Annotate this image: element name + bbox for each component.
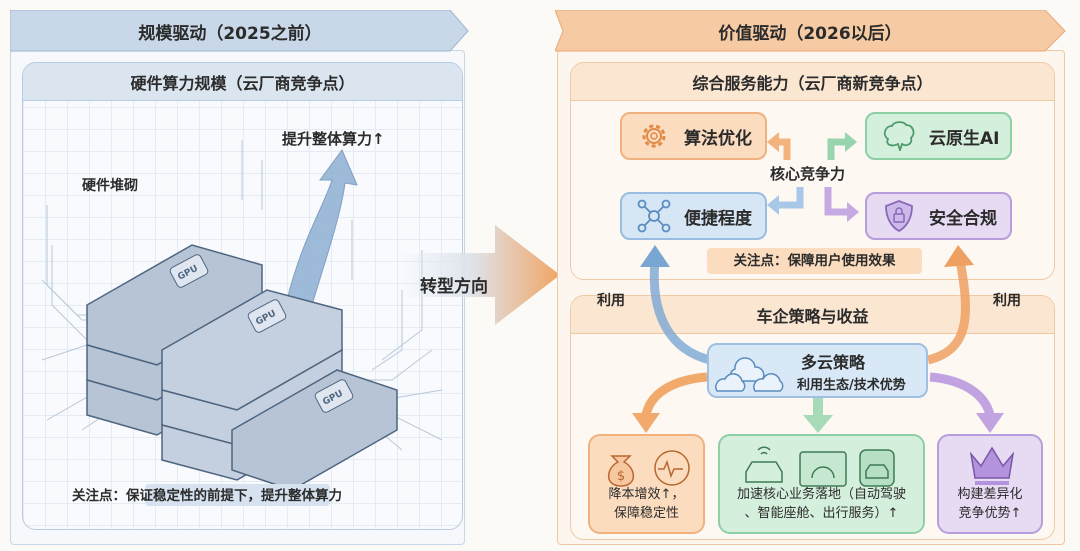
use-right-label: 利用 [993,293,1021,309]
outcome-cost-line1: 降本增效↑， [608,487,685,503]
security-compliance-box: 安全合规 [865,192,1012,240]
money-bag-icon: $ [607,450,690,487]
multi-cloud-subtitle: 利用生态/技术优势 [797,378,906,393]
core-arrows [767,132,859,222]
left-note: 关注点：保证稳定性的前提下，提升整体算力 [72,488,342,504]
brain-icon [879,116,919,156]
transition-arrow [400,225,560,325]
network-icon [634,196,674,236]
hardware-panel-title: 硬件算力规模（云厂商竞争点） [23,63,462,101]
note-highlight [145,484,330,506]
algorithm-optimization-label: 算法优化 [684,128,752,149]
core-competitiveness-label: 核心竞争力 [770,165,846,183]
shield-lock-icon [879,196,919,236]
gear-icon [634,116,674,156]
transition-label: 转型方向 [420,277,488,297]
convenience-label: 便捷程度 [684,208,752,229]
algorithm-optimization-box: 算法优化 [620,112,767,160]
service-panel-title: 综合服务能力（云厂商新竞争点） [571,63,1054,101]
outcome-core-business: 加速核心业务落地（自动驾驶 、智能座舱、出行服务）↑ [718,434,925,534]
boost-arrow [286,148,358,306]
outcome-business-line2: 、智能座舱、出行服务）↑ [744,506,899,522]
convenience-box: 便捷程度 [620,192,767,240]
stack-label: 硬件堆砌 [82,178,138,194]
cloud-native-ai-box: 云原生AI [865,112,1012,160]
service-panel: 综合服务能力（云厂商新竞争点） [570,62,1055,280]
multi-cloud-strategy-box: 多云策略 利用生态/技术优势 [707,343,928,398]
outcome-diff-line1: 构建差异化 [957,487,1023,503]
left-banner: 规模驱动（2025之前） [138,23,322,44]
cloud-native-ai-label: 云原生AI [929,128,1000,149]
security-compliance-label: 安全合规 [929,208,997,229]
outcome-business-line1: 加速核心业务落地（自动驾驶 [736,487,906,503]
svg-text:$: $ [617,469,625,484]
outcome-cost-efficiency: $ 降本增效↑， 保障稳定性 [588,434,705,534]
left-banner-shape [10,10,469,52]
cloud-icon [715,357,784,392]
flow-arrows [632,245,1004,433]
right-banner: 价值驱动（2026以后） [718,23,902,44]
service-note: 关注点：保障用户使用效果 [707,248,922,274]
use-left-label: 利用 [597,293,625,309]
multi-cloud-title: 多云策略 [801,353,866,372]
outcome-diff-line2: 竞争优势↑ [958,506,1022,522]
crown-icon [969,446,1015,485]
right-banner-shape [555,10,1066,52]
car-icon [745,446,895,487]
automaker-panel-title: 车企策略与收益 [571,296,1054,334]
gpu-stack-illustration: GPU GPU GPU [41,140,443,491]
outcome-differentiation: 构建差异化 竞争优势↑ [937,434,1043,534]
outcome-cost-line2: 保障稳定性 [613,506,679,522]
boost-label: 提升整体算力↑ [282,130,385,148]
